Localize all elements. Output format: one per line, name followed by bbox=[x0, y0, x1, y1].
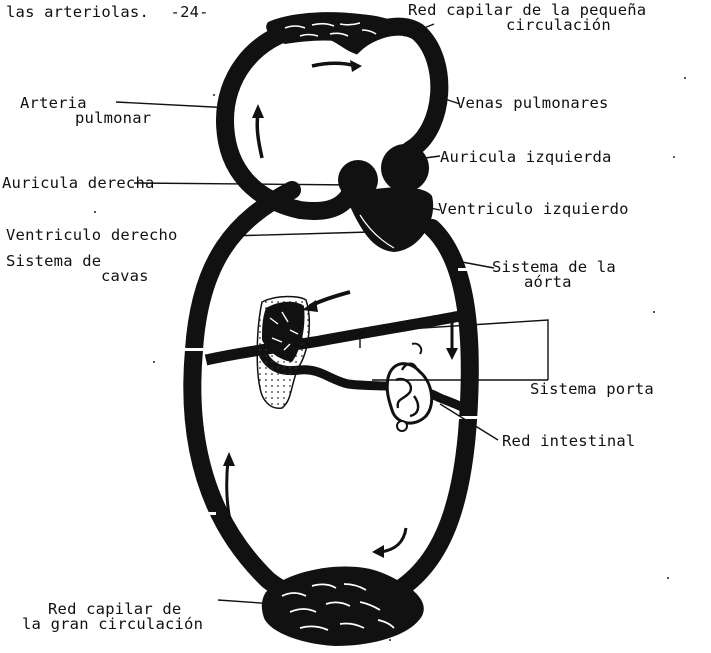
label-arteria-pulmonar: Arteria pulmonar bbox=[20, 96, 151, 126]
label-red-intestinal: Red intestinal bbox=[502, 434, 635, 449]
label-red-capilar-gran: Red capilar de la gran circulación bbox=[22, 602, 203, 632]
label-venas-pulmonares: Venas pulmonares bbox=[456, 96, 609, 111]
label-auricula-derecha: Auricula derecha bbox=[2, 176, 155, 191]
red-capilar-pequena-shape bbox=[266, 12, 405, 46]
label-ventriculo-izquierdo: Ventriculo izquierdo bbox=[438, 202, 629, 217]
label-red-capilar-pequena: Red capilar de la pequeña circulación bbox=[408, 3, 646, 33]
label-ventriculo-derecho: Ventriculo derecho bbox=[6, 228, 178, 243]
header-text: las arteriolas. -24- bbox=[6, 5, 209, 20]
intestine-shape bbox=[387, 344, 431, 431]
label-auricula-izquierda: Auricula izquierda bbox=[440, 150, 612, 165]
pulmonary-arrows bbox=[252, 60, 362, 158]
heart-shape bbox=[338, 144, 433, 252]
label-sistema-porta: Sistema porta bbox=[530, 382, 654, 397]
label-sistema-cavas: Sistema de cavas bbox=[6, 254, 149, 284]
liver-shape bbox=[257, 297, 309, 409]
label-sistema-aorta: Sistema de la aórta bbox=[492, 260, 616, 290]
page-number: -24- bbox=[171, 3, 209, 21]
